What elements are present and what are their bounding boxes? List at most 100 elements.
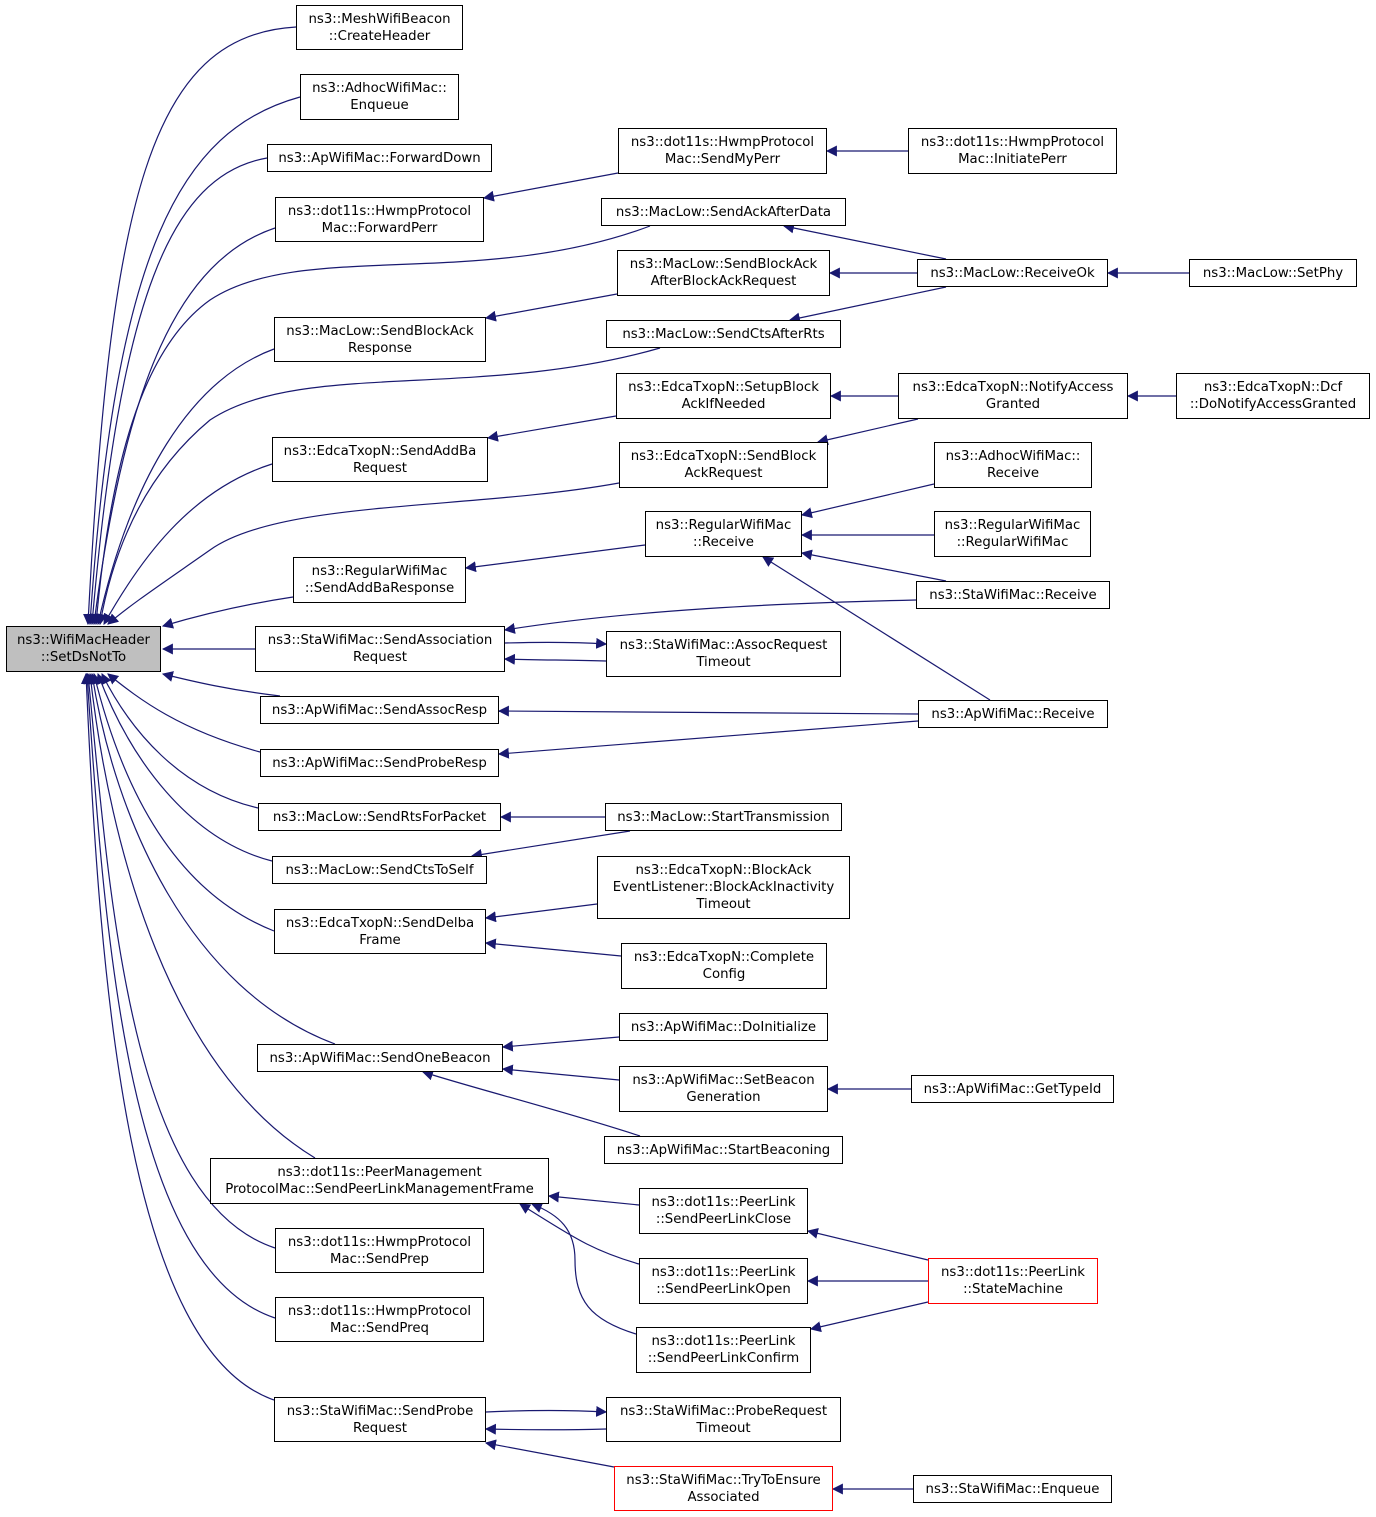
node-maclow-sendctstoself[interactable]: ns3::MacLow::SendCtsToSelf (272, 856, 487, 884)
node-edcatxopn-completeconfig[interactable]: ns3::EdcaTxopN::Complete Config (621, 943, 827, 989)
edge-rwmreceive-addbaresp (464, 544, 646, 573)
node-peerlink-sendpeerlinkclose[interactable]: ns3::dot11s::PeerLink ::SendPeerLinkClos… (639, 1188, 808, 1234)
edge-completeconfig-senddelba (484, 938, 622, 957)
node-wifimacheader-setdsnotto: ns3::WifiMacHeader ::SetDsNotTo (6, 626, 161, 672)
node-maclow-sendrtsforpacket[interactable]: ns3::MacLow::SendRtsForPacket (258, 803, 501, 831)
node-apwifimac-receive[interactable]: ns3::ApWifiMac::Receive (918, 700, 1108, 728)
edge-apreceive-assocresp (497, 705, 919, 717)
node-stawifimac-proberequesttimeout[interactable]: ns3::StaWifiMac::ProbeRequest Timeout (606, 1397, 841, 1442)
edge-blockackafter-blockackresp (484, 293, 618, 322)
node-apwifimac-setbeacongeneration[interactable]: ns3::ApWifiMac::SetBeacon Generation (619, 1066, 828, 1112)
edge-notifyaccess-sendblockackreq (816, 418, 919, 446)
node-dcf-donotifyaccessgranted[interactable]: ns3::EdcaTxopN::Dcf ::DoNotifyAccessGran… (1176, 373, 1370, 419)
node-apwifimac-forwarddown[interactable]: ns3::ApWifiMac::ForwardDown (267, 144, 492, 172)
node-edcatxopn-setupblockackifneeded[interactable]: ns3::EdcaTxopN::SetupBlock AckIfNeeded (616, 373, 831, 419)
edge-sendprep-root (83, 672, 276, 1249)
edge-apreceive-rwmreceive (762, 556, 991, 701)
edge-adhocenqueue-root (85, 96, 301, 626)
edge-open-peermgmt (519, 1203, 640, 1265)
edge-setbeacongen-sendonebeacon (501, 1064, 620, 1081)
edge-meshbeacon-root (83, 26, 297, 626)
edge-probetimeout-probereq-a (485, 1405, 608, 1417)
node-maclow-receiveok[interactable]: ns3::MacLow::ReceiveOk (917, 259, 1108, 287)
edge-sendprobereq-root (80, 672, 275, 1401)
edge-receiveok-ctsafterrts (788, 286, 947, 324)
node-apwifimac-sendonebeacon[interactable]: ns3::ApWifiMac::SendOneBeacon (257, 1044, 503, 1072)
edge-doinit-sendonebeacon (501, 1036, 620, 1052)
node-hwmpprotocolmac-sendpreq[interactable]: ns3::dot11s::HwmpProtocol Mac::SendPreq (275, 1297, 484, 1342)
edge-stareceive-rwmreceive (800, 549, 947, 582)
node-regularwifimac-sendaddbaresponse[interactable]: ns3::RegularWifiMac ::SendAddBaResponse (293, 557, 466, 603)
edge-adhocreceive-rwmreceive (800, 483, 935, 519)
edge-starttx-ctstoself (470, 830, 631, 860)
node-apwifimac-startbeaconing[interactable]: ns3::ApWifiMac::StartBeaconing (604, 1136, 843, 1164)
edge-statemachine-close (806, 1227, 929, 1261)
node-adhocwifimac-receive[interactable]: ns3::AdhocWifiMac:: Receive (934, 442, 1092, 488)
node-stawifimac-assocrequesttimeout[interactable]: ns3::StaWifiMac::AssocRequest Timeout (606, 631, 841, 677)
node-stawifimac-enqueue[interactable]: ns3::StaWifiMac::Enqueue (913, 1475, 1112, 1503)
node-apwifimac-doinitialize[interactable]: ns3::ApWifiMac::DoInitialize (619, 1013, 828, 1041)
edge-ctstoself-root (96, 672, 273, 862)
node-hwmpprotocolmac-forwardperr[interactable]: ns3::dot11s::HwmpProtocol Mac::ForwardPe… (275, 197, 484, 242)
edge-sendonebeacon-root (88, 672, 336, 1045)
edge-confirm-peermgmt (530, 1202, 637, 1335)
node-apwifimac-sendassocresp[interactable]: ns3::ApWifiMac::SendAssocResp (260, 696, 499, 724)
node-stawifimac-receive[interactable]: ns3::StaWifiMac::Receive (916, 581, 1110, 609)
node-maclow-setphy[interactable]: ns3::MacLow::SetPhy (1189, 259, 1357, 287)
node-maclow-sendblockackafterblockackrequest[interactable]: ns3::MacLow::SendBlockAck AfterBlockAckR… (617, 250, 830, 296)
edge-inactivity-senddelba (484, 903, 598, 923)
edge-sendrts-root (101, 673, 259, 809)
node-maclow-starttransmission[interactable]: ns3::MacLow::StartTransmission (605, 803, 842, 831)
edge-blockackresp-root (94, 348, 275, 626)
edge-senddelba-root (91, 672, 275, 932)
node-stawifimac-sendassociationrequest[interactable]: ns3::StaWifiMac::SendAssociation Request (255, 626, 505, 672)
node-peerlink-sendpeerlinkopen[interactable]: ns3::dot11s::PeerLink ::SendPeerLinkOpen (639, 1258, 808, 1304)
edge-sendpreq-root (82, 672, 276, 1319)
edge-stareceive-assocreq (503, 599, 917, 634)
node-adhocwifimac-enqueue[interactable]: ns3::AdhocWifiMac:: Enqueue (300, 74, 459, 120)
node-regularwifimac-receive[interactable]: ns3::RegularWifiMac ::Receive (645, 511, 802, 557)
edge-assoctimeout-assocreq-b (503, 653, 607, 665)
node-maclow-sendctsafterrts[interactable]: ns3::MacLow::SendCtsAfterRts (606, 320, 841, 348)
edge-startbeaconing-sendonebeacon (421, 1069, 641, 1137)
node-peermanagementprotocolmac-sendpeerlinkmanagementframe[interactable]: ns3::dot11s::PeerManagement ProtocolMac:… (210, 1158, 549, 1204)
edge-receiveok-ackafterdata (782, 222, 947, 260)
edge-setupblockack-addbareq (486, 415, 617, 442)
node-stawifimac-trytoensureassociated[interactable]: ns3::StaWifiMac::TryToEnsure Associated (614, 1466, 833, 1511)
node-regularwifimac-regularwifimac[interactable]: ns3::RegularWifiMac ::RegularWifiMac (934, 511, 1091, 557)
node-maclow-sendblockackresponse[interactable]: ns3::MacLow::SendBlockAck Response (274, 317, 486, 362)
edge-forwardperr-root (89, 227, 276, 626)
edge-forwarddown-root (87, 157, 268, 626)
node-maclow-sendackafterdata[interactable]: ns3::MacLow::SendAckAfterData (601, 198, 846, 226)
node-hwmpprotocolmac-initiateperr[interactable]: ns3::dot11s::HwmpProtocol Mac::InitiateP… (908, 128, 1117, 174)
edge-statemachine-confirm (809, 1301, 929, 1333)
node-edcatxopn-senddelbaframe[interactable]: ns3::EdcaTxopN::SendDelba Frame (274, 909, 486, 954)
node-edcatxopn-blockackinactivitytimeout[interactable]: ns3::EdcaTxopN::BlockAck EventListener::… (597, 856, 850, 919)
edge-ctsafterrts-root (96, 347, 661, 626)
edge-sendmyperr-forwardperr (482, 172, 619, 202)
node-edcatxopn-sendblockackrequest[interactable]: ns3::EdcaTxopN::SendBlock AckRequest (619, 442, 828, 488)
edges (80, 26, 1189, 1495)
node-hwmpprotocolmac-sendprep[interactable]: ns3::dot11s::HwmpProtocol Mac::SendPrep (275, 1228, 484, 1273)
edge-trytoensure-probereq (484, 1439, 615, 1468)
edge-proberesp-root (107, 673, 261, 753)
node-edcatxopn-notifyaccessgranted[interactable]: ns3::EdcaTxopN::NotifyAccess Granted (898, 373, 1128, 419)
node-edcatxopn-sendaddbarequest[interactable]: ns3::EdcaTxopN::SendAddBa Request (272, 437, 488, 482)
node-peerlink-sendpeerlinkconfirm[interactable]: ns3::dot11s::PeerLink ::SendPeerLinkConf… (636, 1327, 811, 1373)
node-hwmpprotocolmac-sendmyperr[interactable]: ns3::dot11s::HwmpProtocol Mac::SendMyPer… (618, 128, 827, 174)
edge-addbareq-root (103, 463, 273, 625)
edge-probetimeout-probereq-b (484, 1423, 607, 1435)
edge-assocresp-root (161, 671, 281, 697)
edge-blockackreq-root (107, 482, 620, 625)
edge-apreceive-proberesp (497, 720, 919, 759)
node-apwifimac-gettypeid[interactable]: ns3::ApWifiMac::GetTypeId (911, 1075, 1114, 1103)
node-peerlink-statemachine[interactable]: ns3::dot11s::PeerLink ::StateMachine (928, 1258, 1098, 1304)
edge-peermgmt-root (85, 672, 316, 1159)
node-apwifimac-sendproberesp[interactable]: ns3::ApWifiMac::SendProbeResp (260, 749, 499, 777)
edge-addbaresp-root (161, 596, 294, 629)
node-stawifimac-sendproberequest[interactable]: ns3::StaWifiMac::SendProbe Request (274, 1397, 486, 1442)
node-meshwifibeacon-createheader[interactable]: ns3::MeshWifiBeacon ::CreateHeader (296, 5, 463, 50)
edge-close-peermgmt (547, 1191, 640, 1206)
edge-assoctimeout-assocreq-a (504, 637, 608, 649)
